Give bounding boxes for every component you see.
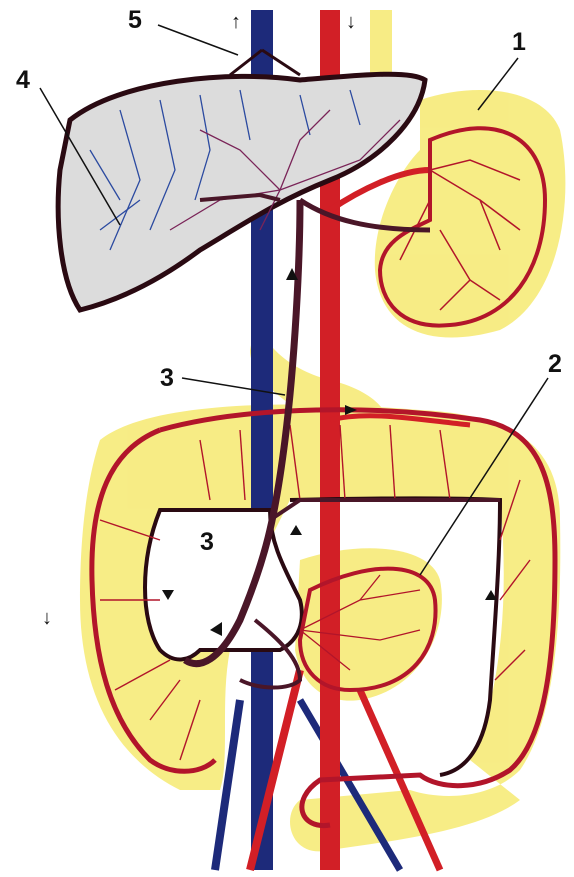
arrow-up-icon: ↑ <box>231 12 241 32</box>
leader-line-5 <box>158 25 238 55</box>
label-4: 4 <box>16 68 30 93</box>
label-2: 2 <box>548 352 562 377</box>
label-1: 1 <box>512 30 526 55</box>
arrow-down-icon: ↓ <box>346 12 356 32</box>
label-5: 5 <box>128 8 142 33</box>
label-3-top: 3 <box>160 366 174 391</box>
label-3-bottom: 3 <box>200 530 214 555</box>
arrow-sigmoid <box>290 525 302 535</box>
liver <box>58 74 425 310</box>
arrow-down-left-icon: ↓ <box>42 608 52 628</box>
